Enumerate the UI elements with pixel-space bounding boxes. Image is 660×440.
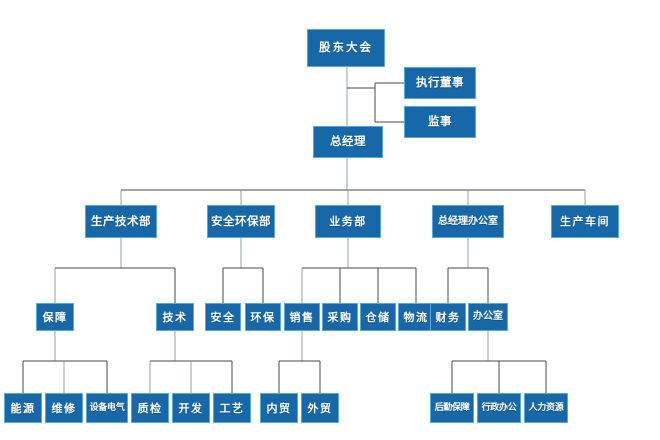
org-node-n1[interactable]: 股东大会: [307, 29, 385, 67]
org-node-label: 开发: [178, 401, 204, 415]
org-node-n18[interactable]: 财务: [430, 303, 466, 331]
org-node-label: 安全: [210, 310, 236, 324]
org-node-n10[interactable]: 保障: [36, 303, 74, 331]
org-node-n15[interactable]: 采购: [322, 303, 358, 331]
org-node-label: 能源: [10, 401, 36, 415]
org-node-n12[interactable]: 安全: [205, 303, 241, 331]
org-node-n2[interactable]: 执行董事: [404, 67, 476, 99]
org-node-n27[interactable]: 外贸: [301, 393, 339, 423]
org-node-n22[interactable]: 设备电气: [86, 393, 128, 423]
org-node-label: 执行董事: [416, 75, 464, 90]
org-node-label: 财务: [435, 310, 461, 324]
org-node-label: 行政办公: [481, 402, 517, 413]
org-node-label: 质检: [137, 401, 163, 415]
org-node-n26[interactable]: 内贸: [260, 393, 298, 423]
org-node-label: 设备电气: [89, 402, 125, 413]
org-node-label: 销售: [289, 310, 315, 324]
org-node-n20[interactable]: 能源: [4, 393, 42, 423]
org-node-label: 股东大会: [319, 40, 373, 55]
org-node-n17[interactable]: 物流: [398, 303, 434, 331]
org-node-label: 总经理办公室: [438, 215, 498, 227]
org-node-label: 维修: [51, 401, 77, 415]
org-node-n24[interactable]: 开发: [172, 393, 210, 423]
org-node-label: 环保: [250, 310, 276, 324]
org-node-n4[interactable]: 总经理: [313, 126, 383, 158]
org-node-n28[interactable]: 后勤保障: [430, 393, 474, 423]
org-node-label: 技术: [162, 310, 188, 324]
org-node-n7[interactable]: 业务部: [315, 205, 381, 238]
org-node-label: 总经理: [330, 134, 366, 149]
org-node-label: 保障: [42, 310, 68, 324]
org-node-label: 采购: [327, 310, 353, 324]
org-node-n3[interactable]: 监事: [404, 106, 476, 138]
org-node-n6[interactable]: 安全环保部: [207, 205, 275, 238]
org-node-label: 仓储: [365, 310, 391, 324]
org-node-label: 工艺: [219, 401, 245, 415]
org-node-n25[interactable]: 工艺: [213, 393, 251, 423]
org-node-label: 后勤保障: [434, 402, 470, 413]
org-node-n19[interactable]: 办公室: [468, 303, 508, 331]
org-node-n14[interactable]: 销售: [284, 303, 320, 331]
org-node-label: 生产车间: [560, 215, 610, 228]
org-node-n30[interactable]: 人力资源: [524, 393, 568, 423]
org-node-label: 内贸: [266, 401, 292, 415]
org-node-label: 办公室: [473, 311, 503, 322]
org-node-label: 外贸: [307, 401, 333, 415]
org-node-label: 监事: [428, 114, 452, 129]
org-node-n16[interactable]: 仓储: [360, 303, 396, 331]
org-node-label: 业务部: [329, 215, 367, 228]
org-node-n13[interactable]: 环保: [245, 303, 281, 331]
org-node-n5[interactable]: 生产技术部: [85, 205, 157, 238]
org-node-n23[interactable]: 质检: [131, 393, 169, 423]
org-node-n11[interactable]: 技术: [156, 303, 194, 331]
org-node-n29[interactable]: 行政办公: [477, 393, 521, 423]
org-node-label: 安全环保部: [211, 213, 271, 228]
org-node-n9[interactable]: 生产车间: [551, 205, 619, 238]
org-node-label: 人力资源: [528, 402, 564, 413]
org-node-n8[interactable]: 总经理办公室: [432, 205, 504, 238]
org-node-label: 生产技术部: [91, 213, 151, 228]
org-node-label: 物流: [403, 310, 429, 324]
org-node-n21[interactable]: 维修: [45, 393, 83, 423]
